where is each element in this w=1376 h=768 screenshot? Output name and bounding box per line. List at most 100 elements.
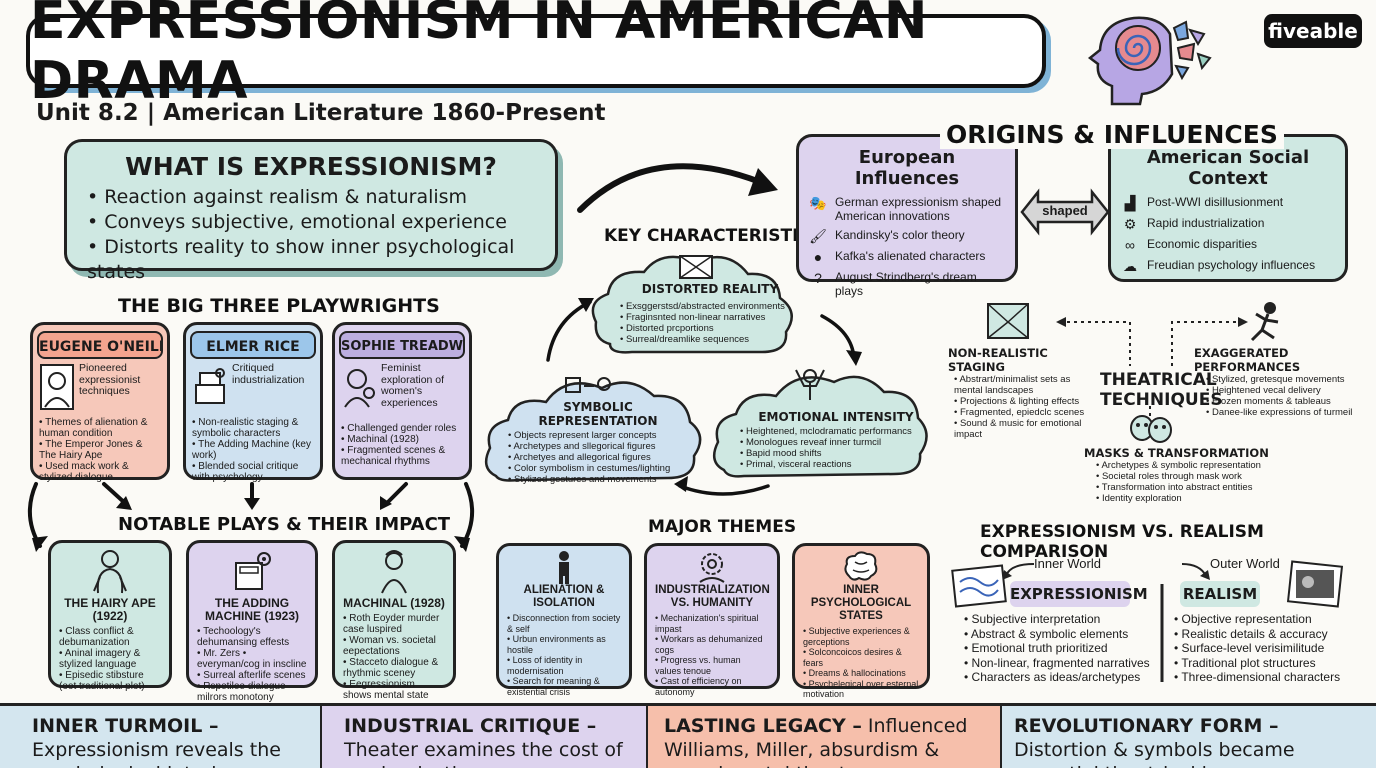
cloud-distorted-reality: DISTORTED REALITY Exsggerstsd/abstracted… xyxy=(620,282,800,345)
arrow-to-origins xyxy=(577,163,778,213)
origin-item: German expressionism shaped American inn… xyxy=(835,195,1002,223)
theme-point: Cast of efficiency on autonomy xyxy=(655,676,769,697)
shaped-label: shaped xyxy=(1042,203,1088,218)
technique-point: Heightened vecal delivery xyxy=(1206,385,1370,396)
origin-item: Kandinsky's color theory xyxy=(835,228,965,242)
what-is-panel: WHAT IS EXPRESSIONISM? Reaction against … xyxy=(64,139,558,283)
footer-bold: LASTING LEGACY – xyxy=(664,715,862,737)
playwright-point: Themes of alienation & human condition xyxy=(39,417,161,439)
play-point: Rspetilee dialegue milrors monotony xyxy=(197,681,307,703)
origins-european-title: European Influences xyxy=(854,147,960,189)
theme-card-alienation: ALIENATION & ISOLATION Disconnection fro… xyxy=(496,543,632,697)
factory-icon: ▟ xyxy=(1124,195,1136,211)
footer-text: Influenced Williams, Miller, absurdism &… xyxy=(664,715,968,768)
playwright-card-treadwell: SOPHIE TREADWELL Feminist exploration of… xyxy=(332,322,472,480)
playwright-name: EUGENE O'NEILL xyxy=(37,331,163,359)
playwright-point: The Adding Machine (key work) xyxy=(192,439,314,461)
question-mark-icon: ? xyxy=(814,270,822,286)
plays-heading: NOTABLE PLAYS & THEIR IMPACT xyxy=(118,514,451,535)
comparison-graphics xyxy=(951,560,1344,682)
expressionism-point: Subjective interpretation xyxy=(964,612,1154,627)
theme-point: Psychelegical over esternal motivation xyxy=(803,679,919,700)
technique-point: Danee-like expressions of turmeil xyxy=(1206,407,1370,418)
technique-point: Frozen moments & tableaus xyxy=(1206,396,1370,407)
origin-item: Freudian psychology influences xyxy=(1147,258,1316,272)
expressionism-point: Abstract & symbolic elements xyxy=(964,627,1154,642)
cloud-point: Exsggerstsd/abstracted environments xyxy=(620,301,800,312)
technique-point: Sound & music for emotional impact xyxy=(954,418,1098,440)
footer-inner-turmoil: INNER TURMOIL – Expressionism reveals th… xyxy=(0,703,322,768)
realism-point: Objective representation xyxy=(1174,612,1360,627)
brain-icon: ☁ xyxy=(1123,258,1137,274)
cloud-point: Primal, visceral reactions xyxy=(740,459,922,470)
ape-icon xyxy=(93,550,127,594)
theme-point: Solconcoicos desires & fears xyxy=(803,647,919,668)
technique-masks: MASKS & TRANSFORMATION Archetypes & symb… xyxy=(1084,446,1284,504)
expressionism-point: Characters as ideas/archetypes xyxy=(964,670,1154,685)
theater-masks-icon: 🎭 xyxy=(809,195,827,211)
realism-point: Realistic details & accuracy xyxy=(1174,627,1360,642)
technique-title: EXAGGERATED PERFORMANCES xyxy=(1194,346,1301,374)
cloud-title: SYMBOLIC REPRESENTATION xyxy=(538,400,658,428)
page-title: EXPRESSIONISM IN AMERICAN DRAMA xyxy=(30,0,928,111)
playwright-point: Non-realistic staging & symbolic charact… xyxy=(192,417,314,439)
play-point: Woman vs. societal eepectations xyxy=(343,635,445,657)
origin-item: Rapid industrialization xyxy=(1147,216,1265,230)
origins-european-card: European Influences 🎭 German expressionis… xyxy=(796,134,1018,298)
play-card-adding-machine: THE ADDING MACHINE (1923) Techoology's d… xyxy=(186,540,318,703)
origin-item: Post-WWI disillusionment xyxy=(1147,195,1284,209)
origin-item: Economic disparities xyxy=(1147,237,1258,251)
technique-point: Societal roles through mask work xyxy=(1096,471,1284,482)
play-point: Mr. Zers • everyman/cog in inscline xyxy=(197,648,307,670)
origin-item: Kafka's alienated characters xyxy=(835,249,986,263)
technique-title: MASKS & TRANSFORMATION xyxy=(1084,446,1269,460)
portrait-woman-icon xyxy=(344,369,375,408)
playwrights-heading: THE BIG THREE PLAYWRIGHTS xyxy=(118,295,440,317)
footer-industrial-critique: INDUSTRIAL CRITIQUE – Theater examines t… xyxy=(322,703,648,768)
theme-point: Dreams & hallocinations xyxy=(803,668,919,679)
play-point: Class conflict & debumanization xyxy=(59,626,161,648)
play-title: MACHINAL (1928) xyxy=(343,596,445,610)
playwright-arrows xyxy=(27,482,475,552)
comparison-heading: EXPRESSIONISM VS. REALISM COMPARISON xyxy=(980,522,1264,562)
cloud-point: Archetypes and sllegorical figures xyxy=(508,441,688,452)
cloud-point: Fraginsnted non-linear narratives xyxy=(620,312,800,323)
cloud-point: Color symbolism in cestumes/lighting xyxy=(508,463,688,474)
play-point: Techoology's dehumansing effests xyxy=(197,626,307,648)
playwright-point: The Emperor Jones & The Hairy Ape xyxy=(39,439,161,461)
cloud-title: DISTORTED REALITY xyxy=(641,282,779,296)
realism-point: Traditional plot structures xyxy=(1174,656,1360,671)
techniques-center: THEATRICAL TECHNIQUES xyxy=(1100,370,1223,410)
title-banner: EXPRESSIONISM IN AMERICAN DRAMA xyxy=(26,0,1046,111)
play-point: Eegressionism shows mental state xyxy=(343,679,445,701)
theme-title: INDUSTRIALIZATION VS. HUMANITY xyxy=(655,584,770,609)
cloud-point: Monologues reveaf inner turmcil xyxy=(740,437,922,448)
cloud-point: Archetyes and allegorical figures xyxy=(508,452,688,463)
theme-title: ALIENATION & ISOLATION xyxy=(523,584,605,609)
theme-point: Progress vs. human values tenoue xyxy=(655,655,769,676)
playwright-point: Challenged gender roles xyxy=(341,423,463,434)
theme-point: Urbun environments as hostile xyxy=(507,634,621,655)
footer-text: Expressionism reveals the psychological … xyxy=(32,739,281,768)
origins-american-title: American Social Context xyxy=(1146,147,1310,189)
outer-world-label: Outer World xyxy=(1210,556,1280,571)
cloud-point: Stylized gestures and movements xyxy=(508,474,688,485)
cloud-title: EMOTIONAL INTENSITY xyxy=(758,410,914,424)
brain-icon xyxy=(844,551,878,581)
technique-staging: NON-REALISTIC STAGING Abstrart/minimalis… xyxy=(948,346,1098,440)
playwright-desc: Critiqued industrialization xyxy=(232,362,305,386)
gear-hand-icon xyxy=(699,553,725,583)
cloud-point: Distorted prcportions xyxy=(620,323,800,334)
technique-point: Archetypes & symbolic representation xyxy=(1096,460,1284,471)
realism-list: Objective representation Realistic detai… xyxy=(1174,612,1360,685)
play-point: Stacceto dialogue & rhythmic sceney xyxy=(343,657,445,679)
adding-machine-icon xyxy=(235,552,271,590)
origins-american-card: American Social Context ▟ Post-WWI disill… xyxy=(1108,134,1348,282)
what-is-bullet: Reaction against realism & naturalism xyxy=(87,185,535,210)
theme-point: Mechanization's spiritual impast xyxy=(655,613,769,634)
play-card-machinal: MACHINAL (1928) Roth Eoyder murder case … xyxy=(332,540,456,701)
play-title: THE HAIRY APE (1922) xyxy=(64,596,156,623)
cloud-symbolic-representation: SYMBOLIC REPRESENTATION Objects represen… xyxy=(508,400,688,485)
characteristics-heading: KEY CHARACTERISTICS xyxy=(604,226,824,246)
technique-point: Projections & lighting effects xyxy=(954,396,1098,407)
